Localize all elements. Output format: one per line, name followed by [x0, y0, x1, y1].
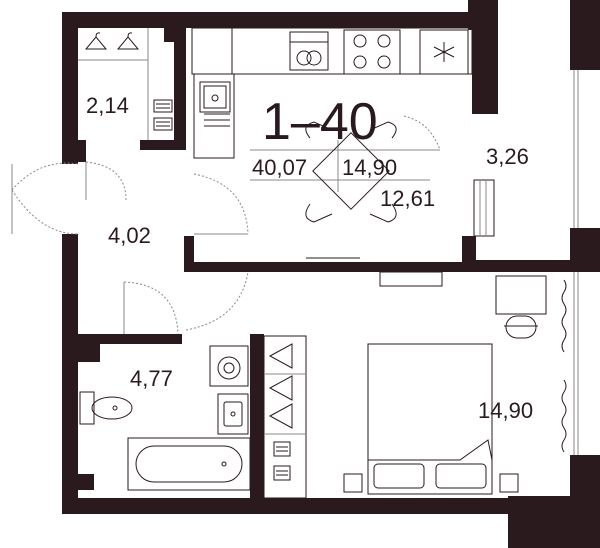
bed-icon [367, 343, 493, 495]
room-area-kitchen: 12,61 [380, 186, 435, 211]
shelf-icon [153, 99, 173, 131]
room-area-closet: 2,14 [86, 93, 129, 118]
hanger-icon [268, 343, 293, 481]
chair-icon [504, 315, 538, 339]
living-area: 14,90 [342, 155, 397, 180]
stove-icon [343, 29, 401, 75]
basin-icon [223, 401, 243, 427]
room-area-hallway: 4,02 [108, 223, 151, 248]
freezer-icon [419, 29, 469, 75]
walls [62, 0, 600, 548]
dining-table-icon [305, 121, 397, 223]
washing-machine-icon [217, 356, 241, 380]
bathtub-icon [135, 445, 243, 483]
hanger-icon [84, 32, 140, 50]
total-area: 40,07 [252, 155, 307, 180]
room-area-balcony: 3,26 [486, 144, 529, 169]
toilet-icon [91, 396, 133, 420]
apartment-number: 1–40 [262, 93, 378, 151]
room-area-bathroom: 4,77 [130, 366, 173, 391]
curtain-icon [561, 279, 567, 453]
dishwasher-icon [289, 31, 329, 71]
room-area-bedroom: 14,90 [478, 398, 533, 423]
thin-lines [11, 27, 579, 499]
sink-icon [199, 81, 231, 127]
